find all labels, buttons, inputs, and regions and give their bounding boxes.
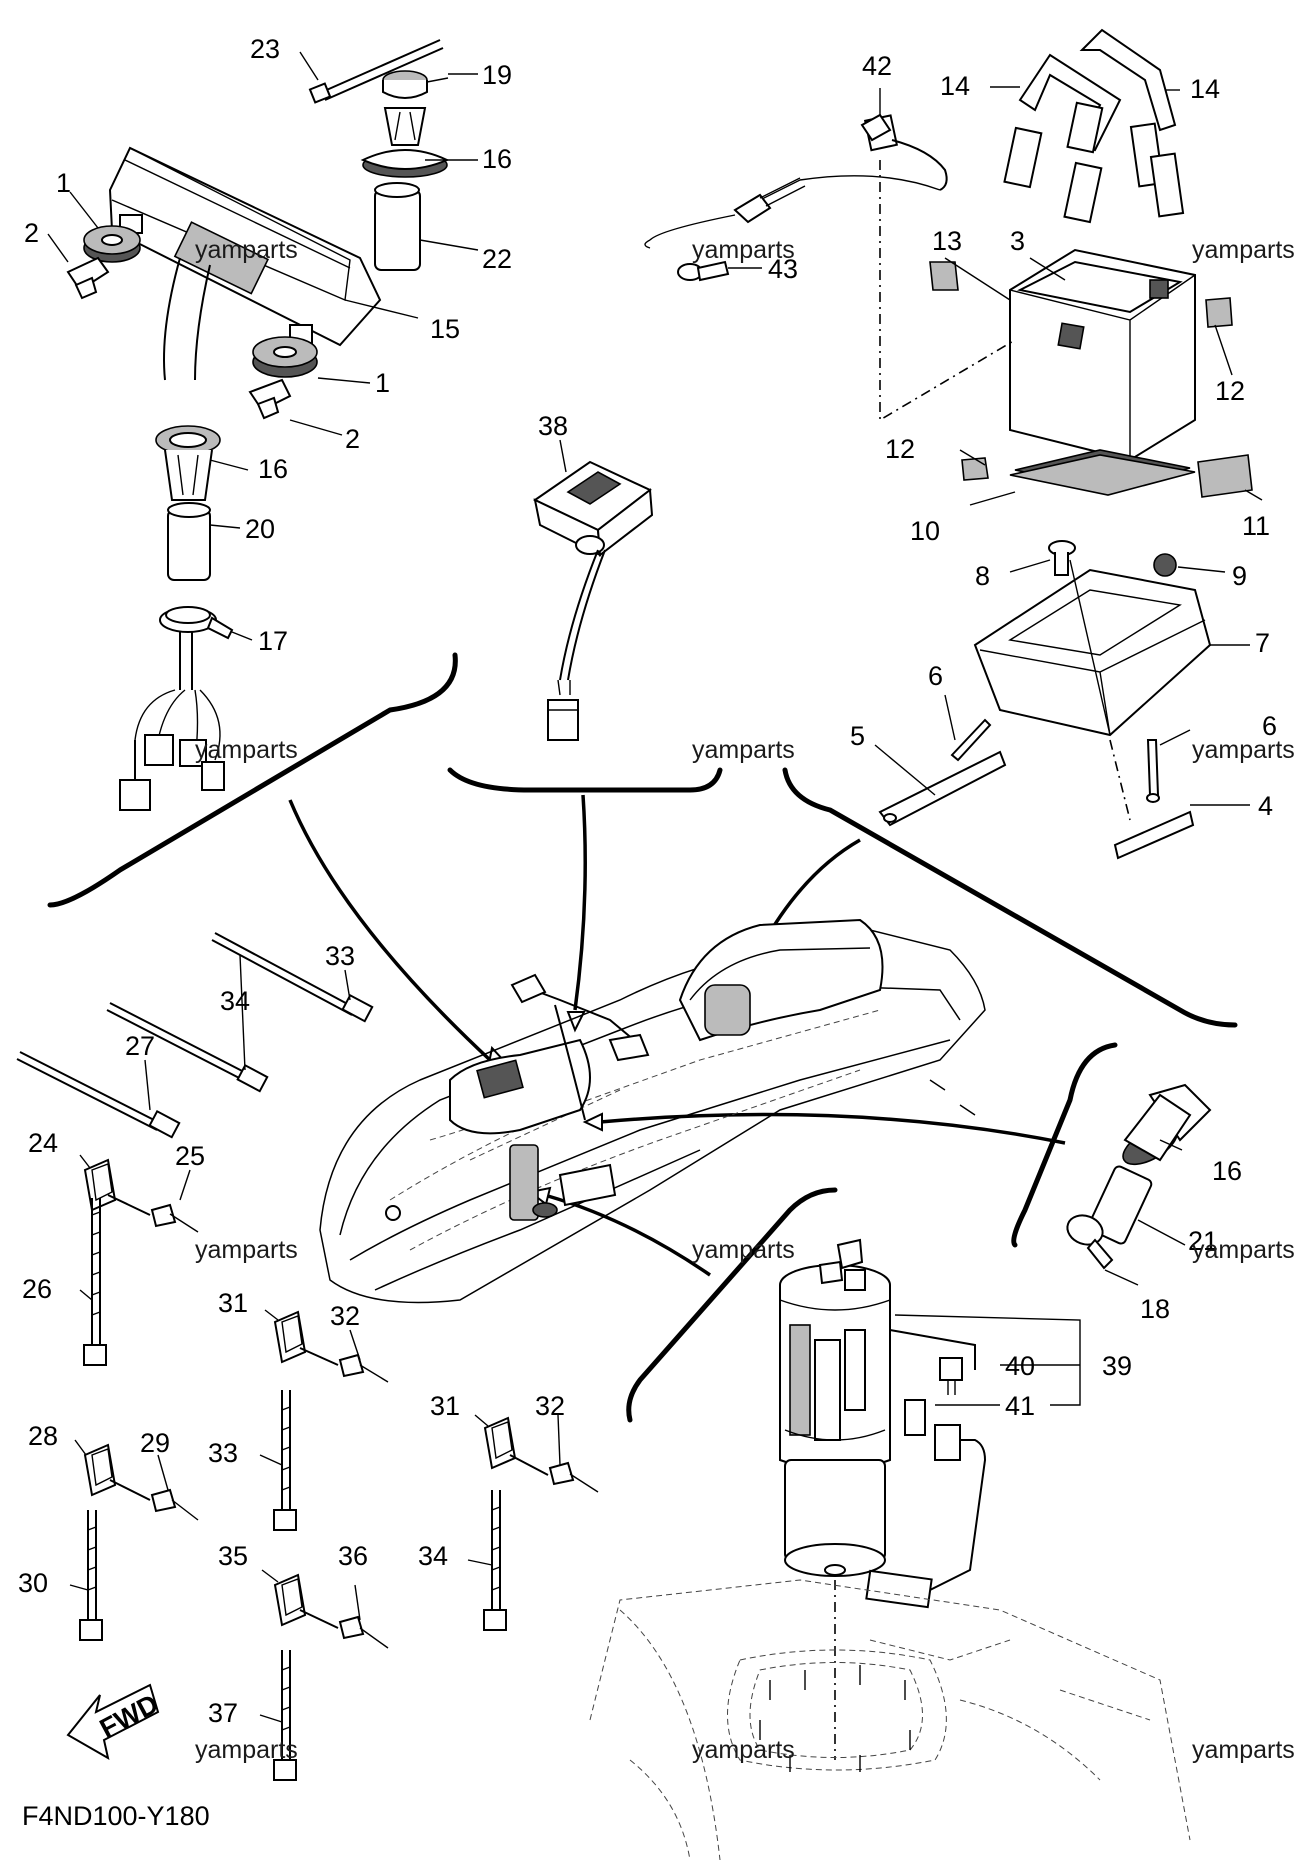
- callout-20: 20: [245, 514, 275, 544]
- callout-42: 42: [862, 51, 892, 81]
- grommet-assembly-right: [1066, 1083, 1212, 1270]
- callout-29: 29: [140, 1428, 170, 1458]
- watermark: yamparts: [195, 1236, 298, 1264]
- callout-18: 18: [1140, 1294, 1170, 1324]
- callout-13: 13: [932, 226, 962, 256]
- battery-lead: [644, 113, 948, 282]
- watermark: yamparts: [1192, 236, 1295, 264]
- callout-41: 41: [1005, 1391, 1035, 1421]
- callout-30: 30: [18, 1568, 48, 1598]
- fuel-tank-outline: [589, 1579, 1191, 1861]
- watermark: yamparts: [692, 1736, 795, 1764]
- battery-assembly: [878, 28, 1253, 860]
- callout-1: 1: [56, 168, 71, 198]
- callout-19: 19: [482, 60, 512, 90]
- callout-36: 36: [338, 1541, 368, 1571]
- callout-34: 34: [220, 986, 250, 1016]
- watermark: yamparts: [1192, 1736, 1295, 1764]
- callout-1: 1: [375, 368, 390, 398]
- callout-4: 4: [1258, 791, 1273, 821]
- watermark: yamparts: [692, 1236, 795, 1264]
- callout-9: 9: [1232, 561, 1247, 591]
- callout-40: 40: [1005, 1351, 1035, 1381]
- callout-12: 12: [885, 434, 915, 464]
- callout-24: 24: [28, 1128, 58, 1158]
- callout-37: 37: [208, 1698, 238, 1728]
- callout-43: 43: [768, 254, 798, 284]
- callout-12: 12: [1215, 376, 1245, 406]
- callout-11: 11: [1242, 511, 1270, 541]
- callout-39: 39: [1102, 1351, 1132, 1381]
- watermark: yamparts: [195, 736, 298, 764]
- group-braces: [47, 652, 1238, 1423]
- callout-31: 31: [430, 1391, 460, 1421]
- callout-15: 15: [430, 314, 460, 344]
- callout-numbers: 23 19 16 22 1 2 15 1 2 16 20 17 42 43 38…: [18, 34, 1277, 1728]
- callout-2: 2: [24, 218, 39, 248]
- callout-28: 28: [28, 1421, 58, 1451]
- callout-21: 21: [1188, 1226, 1218, 1256]
- watermark: yamparts: [1192, 1236, 1295, 1264]
- watercraft-hull: [319, 918, 986, 1304]
- fuel-pump-assembly: [779, 1238, 1081, 1760]
- callout-35: 35: [218, 1541, 248, 1571]
- callout-5: 5: [850, 721, 865, 751]
- callout-10: 10: [910, 516, 940, 546]
- clip-holders: [79, 1158, 599, 1781]
- callout-7: 7: [1255, 628, 1270, 658]
- callout-6: 6: [928, 661, 943, 691]
- callout-27: 27: [125, 1031, 155, 1061]
- callout-14: 14: [1190, 74, 1220, 104]
- watermarks: yamparts yamparts yamparts yamparts yamp…: [195, 236, 1295, 1764]
- callout-2: 2: [345, 424, 360, 454]
- callout-31: 31: [218, 1288, 248, 1318]
- watermark: yamparts: [692, 736, 795, 764]
- callout-26: 26: [22, 1274, 52, 1304]
- callout-33: 33: [208, 1438, 238, 1468]
- cable-ties: [16, 932, 374, 1139]
- callout-16: 16: [1212, 1156, 1242, 1186]
- location-arrows: [288, 794, 1066, 1277]
- callout-22: 22: [482, 244, 512, 274]
- watermark: yamparts: [195, 1736, 298, 1764]
- callout-17: 17: [258, 626, 288, 656]
- leader-lines: [47, 51, 1263, 1723]
- watermark: yamparts: [195, 236, 298, 264]
- watermark: yamparts: [692, 236, 795, 264]
- callout-32: 32: [535, 1391, 565, 1421]
- callout-32: 32: [330, 1301, 360, 1331]
- meter-assembly: [66, 39, 450, 811]
- callout-3: 3: [1010, 226, 1025, 256]
- callout-8: 8: [975, 561, 990, 591]
- diagram-code: F4ND100-Y180: [22, 1801, 210, 1831]
- callout-23: 23: [250, 34, 280, 64]
- callout-14: 14: [940, 71, 970, 101]
- callout-38: 38: [538, 411, 568, 441]
- callout-16: 16: [482, 144, 512, 174]
- callout-34: 34: [418, 1541, 448, 1571]
- callout-16: 16: [258, 454, 288, 484]
- fwd-arrow: FWD: [66, 1683, 163, 1760]
- callout-6: 6: [1262, 711, 1277, 741]
- callout-25: 25: [175, 1141, 205, 1171]
- switch-assembly: [533, 460, 654, 741]
- watermark: yamparts: [1192, 736, 1295, 764]
- callout-33: 33: [325, 941, 355, 971]
